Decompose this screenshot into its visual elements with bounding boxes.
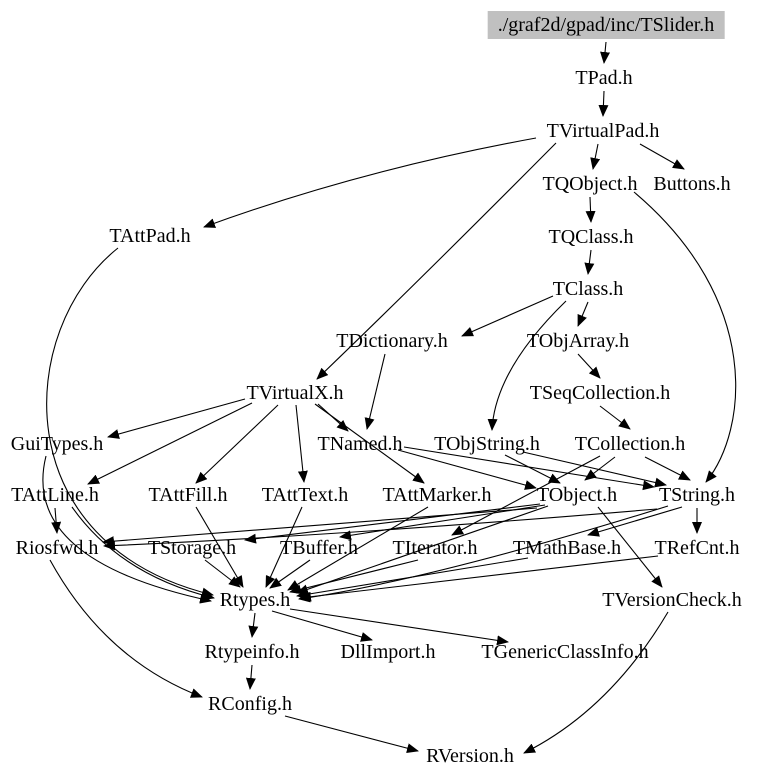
graph-node-tattmarker: TAttMarker.h: [382, 484, 492, 506]
edge-tstring-riosfwd: [103, 508, 658, 551]
edge-tpad-tvirtualpad: [598, 90, 609, 117]
edge-tversioncheck-rversion: [523, 611, 669, 754]
graph-node-tattline: TAttLine.h: [11, 484, 99, 506]
edge-tqobject-tstring: [633, 191, 737, 483]
edge-tvirtualpad-buttons: [639, 143, 685, 170]
graph-node-tobjstring: TObjString.h: [434, 433, 540, 455]
graph-node-tmathbase: TMathBase.h: [512, 537, 622, 559]
graph-node-tattpad: TAttPad.h: [109, 225, 191, 247]
edge-tclass-tdictionary: [461, 295, 554, 337]
edge-tstorage-rtypes: [204, 559, 241, 588]
edge-tclass-tobjarray: [577, 301, 589, 327]
edge-tstring-tmathbase: [587, 506, 683, 537]
graph-node-tclass: TClass.h: [552, 278, 624, 300]
edge-tvirtualx-guitypes: [107, 398, 246, 439]
graph-node-tcollection: TCollection.h: [574, 433, 686, 455]
edge-tnamed-tobject: [397, 449, 537, 490]
edge-tcollection-tobject: [584, 456, 616, 481]
graph-node-rconfig: RConfig.h: [208, 693, 292, 715]
graph-node-tvirtualx: TVirtualX.h: [246, 382, 344, 404]
graph-node-tqobject: TQObject.h: [542, 173, 638, 195]
edge-tvirtualx-tattmarker: [314, 403, 425, 484]
graph-node-tbuffer: TBuffer.h: [280, 537, 358, 559]
edge-trefcnt-rtypes: [299, 555, 659, 602]
edge-tobject-tbuffer: [339, 504, 546, 541]
edge-tatttext-rtypes: [265, 506, 303, 588]
edge-riosfwd-rconfig: [49, 559, 203, 698]
graph-node-tseqcollection: TSeqCollection.h: [529, 382, 671, 404]
edge-tobject-rtypes: [296, 505, 549, 595]
graph-node-titerator: TIterator.h: [392, 537, 478, 559]
edge-tclass-tobjstring: [487, 300, 567, 431]
edge-titerator-rtypes: [289, 559, 419, 595]
graph-node-tvirtualpad: TVirtualPad.h: [546, 120, 660, 142]
graph-node-dllimport: DllImport.h: [340, 641, 436, 663]
edge-rtypes-rtypeinfo: [248, 612, 259, 638]
graph-node-tslider: ./graf2d/gpad/inc/TSlider.h: [487, 11, 725, 39]
edge-tvirtualpad-tattpad: [203, 137, 537, 228]
edge-tobject-tstorage: [244, 503, 541, 544]
edge-tvirtualx-tattfill: [195, 404, 279, 484]
edge-tcollection-titerator: [451, 455, 601, 536]
graph-node-tatttext: TAttText.h: [261, 484, 349, 506]
graph-node-riosfwd: Riosfwd.h: [15, 537, 99, 559]
edge-tvirtualx-tattline: [87, 402, 253, 485]
edge-rtypes-tgenericclassinfo: [289, 608, 509, 646]
edge-tattline-riosfwd: [51, 507, 62, 534]
edge-tmathbase-rtypes: [296, 557, 529, 600]
edge-tcollection-tstring: [644, 456, 691, 481]
edge-tbuffer-rtypes: [269, 559, 311, 589]
graph-node-tattfill: TAttFill.h: [148, 484, 228, 506]
graph-node-buttons: Buttons.h: [653, 173, 731, 195]
edge-tobjarray-tseqcollection: [577, 353, 601, 379]
graph-node-tobjarray: TObjArray.h: [526, 330, 630, 352]
edge-tslider-tpad: [600, 41, 611, 64]
graph-node-tpad: TPad.h: [575, 67, 633, 89]
edge-tattpad-rtypes: [46, 247, 214, 598]
edge-tvirtualx-tatttext: [295, 404, 308, 483]
graph-node-rversion: RVersion.h: [426, 745, 514, 767]
edge-tobjstring-tobject: [504, 454, 561, 484]
edge-rtypes-dllimport: [271, 610, 373, 642]
edge-tqobject-tqclass: [585, 196, 596, 223]
graph-node-rtypeinfo: Rtypeinfo.h: [204, 641, 300, 663]
edge-rtypeinfo-rconfig: [245, 664, 256, 690]
edge-rconfig-rversion: [284, 715, 419, 754]
edge-tattline-rtypes: [71, 506, 215, 601]
graph-node-trefcnt: TRefCnt.h: [654, 537, 740, 559]
edge-tstring-rtypes: [298, 505, 669, 603]
edge-tvirtualpad-tvirtualx: [316, 142, 557, 380]
edge-tobject-riosfwd: [102, 507, 538, 547]
graph-node-tqclass: TQClass.h: [548, 226, 634, 248]
graph-node-tgenericclassinfo: TGenericClassInfo.h: [481, 641, 649, 663]
edge-guitypes-rtypes: [42, 455, 212, 604]
graph-node-tnamed: TNamed.h: [317, 433, 403, 455]
edge-tobjstring-tstring: [522, 451, 667, 488]
edge-group: [42, 41, 737, 754]
edge-tattfill-rtypes: [195, 506, 244, 588]
graph-node-tstorage: TStorage.h: [147, 537, 237, 559]
edge-tseqcollection-tcollection: [599, 405, 631, 430]
graph-node-rtypes: Rtypes.h: [219, 589, 291, 611]
graph-node-tstring: TString.h: [658, 484, 736, 506]
graph-node-tversioncheck: TVersionCheck.h: [602, 589, 742, 611]
edge-tobject-tversioncheck: [597, 506, 663, 588]
edge-tdictionary-tnamed: [364, 353, 386, 430]
graph-node-tdictionary: TDictionary.h: [336, 330, 448, 352]
edge-tvirtualpad-tqobject: [590, 143, 601, 170]
edge-tqclass-tclass: [584, 249, 595, 275]
graph-node-tobject: TObject.h: [536, 484, 618, 506]
graph-node-guitypes: GuiTypes.h: [10, 433, 104, 455]
